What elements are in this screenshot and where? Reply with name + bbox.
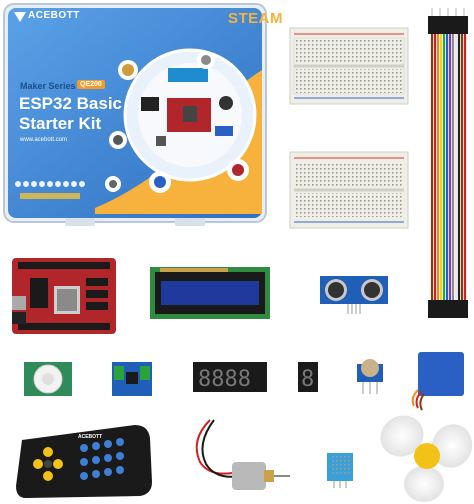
box-url: www.acebott.com bbox=[20, 137, 68, 143]
box-model-code: QE200 bbox=[77, 80, 105, 89]
esp32-board bbox=[12, 258, 116, 334]
ir-remote bbox=[16, 425, 152, 498]
certification-marks bbox=[15, 181, 85, 187]
box-series-text: Maker Series bbox=[20, 81, 76, 91]
ultrasonic-sensor bbox=[320, 276, 388, 314]
lcd1602-module bbox=[150, 267, 270, 319]
potentiometer bbox=[357, 359, 383, 394]
fan-propeller bbox=[380, 415, 473, 502]
box-title-line2: Starter Kit bbox=[19, 114, 102, 133]
1-digit-7-segment-display: 8 bbox=[298, 362, 318, 392]
jumper-connector-top bbox=[428, 16, 468, 34]
dc-motor bbox=[195, 419, 290, 490]
4-digit-7-segment-display: 8888 bbox=[193, 362, 267, 392]
pir-sensor bbox=[24, 362, 72, 396]
svg-text:8888: 8888 bbox=[198, 367, 251, 392]
box-title-line1: ESP32 Basic bbox=[19, 94, 123, 113]
kit-box bbox=[3, 3, 267, 226]
box-steam-text: STEAM bbox=[228, 10, 283, 27]
brand-logo-icon bbox=[14, 12, 26, 22]
dht11-sensor bbox=[327, 453, 353, 488]
jumper-connector-bottom bbox=[428, 300, 468, 318]
jumper-wires bbox=[430, 30, 467, 305]
svg-text:8: 8 bbox=[301, 367, 314, 392]
remote-brand-text: ACEBOTT bbox=[78, 434, 103, 440]
motor-driver-module bbox=[112, 362, 152, 396]
servo-motor bbox=[411, 346, 464, 411]
box-brand-text: ACEBOTT bbox=[28, 10, 80, 21]
